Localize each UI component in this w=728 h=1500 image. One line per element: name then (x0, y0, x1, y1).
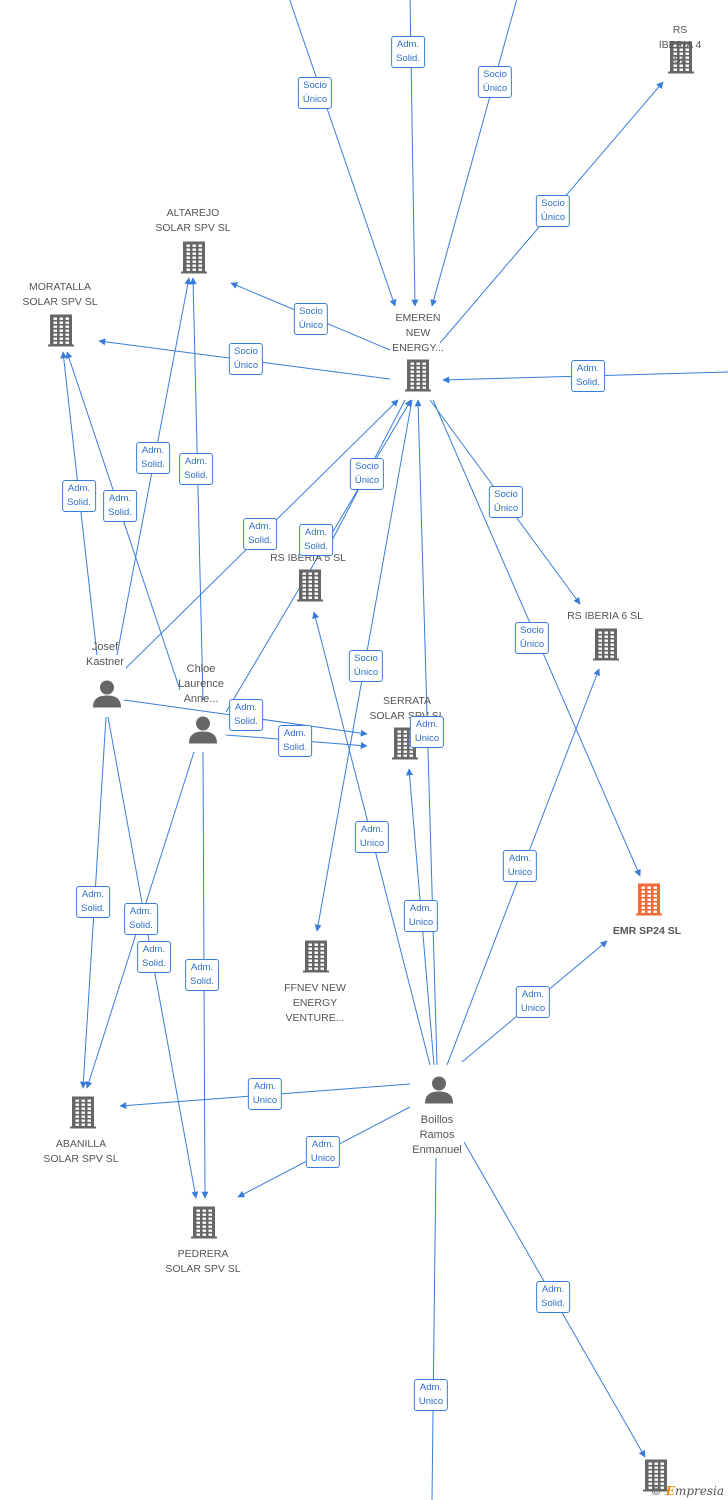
person-icon-boillos[interactable] (424, 1075, 454, 1110)
node-label-boillos[interactable]: Boillos Ramos Enmanuel (412, 1114, 462, 1156)
edge-label-chloe-serrata: Adm. Solid. (278, 725, 312, 757)
edge-label-offscreen_c-emeren: Socio Único (477, 66, 513, 98)
edge-chloe-emeren (225, 399, 412, 713)
edge-label-emeren-rs_iberia_6: Socio Único (488, 486, 524, 518)
edge-label-boillos-pedrera: Adm. Unico (305, 1136, 341, 1168)
edge-label-boillos-emr_sp24: Adm. Unico (515, 986, 551, 1018)
building-icon-emr_sp24[interactable] (635, 883, 663, 922)
edge-boillos-offscreen_e (431, 1157, 437, 1500)
person-icon-chloe[interactable] (188, 715, 218, 750)
node-label-pedrera[interactable]: PEDRERA SOLAR SPV SL (165, 1248, 241, 1275)
edge-label-josef-altarejo: Adm. Solid. (136, 442, 170, 474)
edge-label-chloe-moratalla: Adm. Solid. (103, 490, 137, 522)
edge-label-emeren-altarejo: Socio Único (293, 303, 329, 335)
edge-label-boillos-bottom_company: Adm. Solid. (536, 1281, 570, 1313)
building-icon-bottom_company[interactable] (642, 1459, 670, 1498)
node-label-altarejo[interactable]: ALTAREJO SOLAR SPV SL (155, 207, 231, 234)
edge-label-chloe-altarejo: Adm. Solid. (179, 453, 213, 485)
node-label-josef[interactable]: Josef Kastner (86, 641, 124, 668)
edge-label-josef-pedrera: Adm. Solid. (137, 941, 171, 973)
building-icon-ffnev[interactable] (302, 940, 330, 979)
edge-label-josef-emeren: Adm. Solid. (243, 518, 277, 550)
edge-offscreen_a-emeren (289, 0, 397, 307)
building-icon-abanilla[interactable] (69, 1096, 97, 1135)
edge-label-offscreen_b-emeren: Adm. Solid. (391, 36, 425, 68)
brand-logo-text: mpresia (674, 1484, 724, 1498)
edge-chloe-altarejo (189, 277, 204, 701)
copyright-symbol: © (649, 1484, 662, 1498)
edge-label-boillos-rs_iberia_5: Adm. Unico (354, 821, 390, 853)
edge-label-josef-abanilla: Adm. Solid. (76, 886, 110, 918)
edge-label-emeren-ffnev: Socio Único (348, 650, 384, 682)
edge-label-boillos-abanilla: Adm. Unico (247, 1078, 283, 1110)
building-icon-rs_iberia_6[interactable] (592, 628, 620, 667)
edge-label-offscreen_d-emeren: Adm. Solid. (571, 360, 605, 392)
node-label-abanilla[interactable]: ABANILLA SOLAR SPV SL (43, 1138, 119, 1165)
node-label-rs_iberia_4[interactable]: RS IBERIA 4 SL (658, 24, 702, 66)
edge-label-emeren-rs_iberia_5: Socio Único (349, 458, 385, 490)
edge-label-offscreen_a-emeren: Socio Único (297, 77, 333, 109)
building-icon-altarejo[interactable] (180, 241, 208, 280)
edge-label-emeren-moratalla: Socio Único (228, 343, 264, 375)
building-icon-rs_iberia_5[interactable] (296, 569, 324, 608)
building-icon-pedrera[interactable] (190, 1206, 218, 1245)
node-label-moratalla[interactable]: MORATALLA SOLAR SPV SL (22, 281, 98, 308)
edge-label-chloe-abanilla: Adm. Solid. (124, 903, 158, 935)
edge-label-chloe-pedrera: Adm. Solid. (185, 959, 219, 991)
node-label-emeren[interactable]: EMEREN NEW ENERGY... (392, 312, 444, 354)
edge-label-chloe-emeren: Adm. Solid. (299, 524, 333, 556)
node-label-emr_sp24[interactable]: EMR SP24 SL (612, 925, 682, 937)
edge-label-boillos-rs_iberia_6: Adm. Unico (502, 850, 538, 882)
edge-label-emeren-rs_iberia_4: Socio Único (535, 195, 571, 227)
edge-label-boillos-emeren: Adm. Unico (403, 900, 439, 932)
edge-label-emeren-emr_sp24: Socio Único (514, 622, 550, 654)
edge-label-josef-serrata: Adm. Solid. (229, 699, 263, 731)
edge-offscreen_c-emeren (430, 0, 518, 307)
edge-label-boillos-offscreen_e: Adm. Unico (413, 1379, 449, 1411)
building-icon-emeren[interactable] (404, 359, 432, 398)
edge-label-josef-moratalla: Adm. Solid. (62, 480, 96, 512)
brand-logo-initial: E (665, 1484, 675, 1498)
person-icon-josef[interactable] (92, 679, 122, 714)
building-icon-rs_iberia_4[interactable] (667, 41, 695, 80)
edge-label-boillos-serrata: Adm. Unico (409, 716, 445, 748)
node-label-chloe[interactable]: Chloe Laurence Anne... (178, 663, 224, 705)
footer-brand: © Empresia (650, 1484, 724, 1498)
node-label-rs_iberia_6[interactable]: RS IBERIA 6 SL (567, 610, 643, 622)
node-label-ffnev[interactable]: FFNEV NEW ENERGY VENTURE... (284, 982, 346, 1024)
building-icon-moratalla[interactable] (47, 314, 75, 353)
